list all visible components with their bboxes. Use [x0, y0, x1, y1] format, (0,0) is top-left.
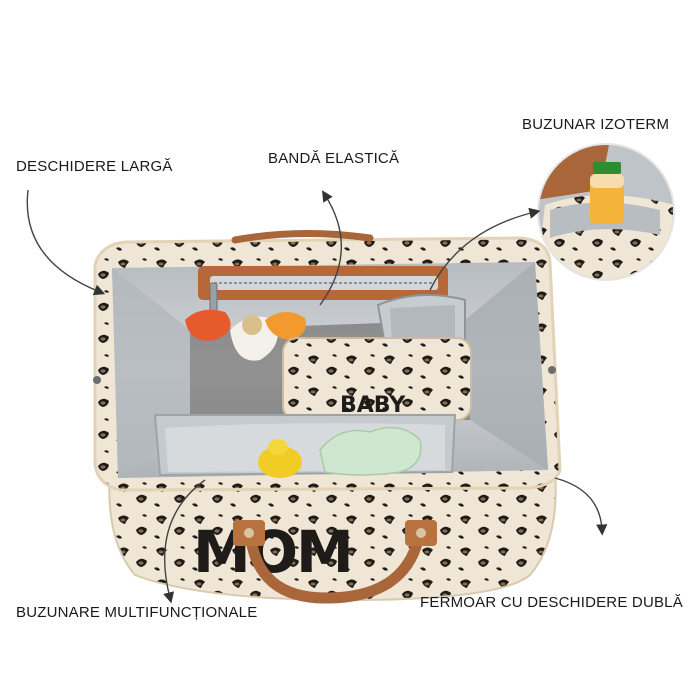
baby-pouch: BABY	[282, 337, 472, 421]
yellow-toy	[258, 439, 302, 478]
label-double-zip: FERMOAR CU DESCHIDERE DUBLĂ	[420, 594, 683, 611]
tassel-toy	[185, 309, 306, 361]
label-elastic-band: BANDĂ ELASTICĂ	[268, 150, 400, 167]
top-handle-back	[231, 229, 374, 244]
insulated-pocket-closeup	[537, 143, 675, 281]
juice-bottle	[590, 162, 624, 224]
folded-clothes	[319, 426, 422, 476]
front-handle	[244, 524, 426, 604]
arrow-insulated-pocket	[429, 207, 541, 291]
baby-pouch-print: BABY	[340, 393, 406, 418]
label-wide-opening: DESCHIDERE LARGĂ	[16, 158, 173, 175]
label-multi-pockets: BUZUNARE MULTIFUNCȚIONALE	[16, 604, 258, 621]
arrow-multi-pockets	[163, 479, 206, 604]
arrow-elastic-band	[319, 190, 342, 306]
bag-mom-print: MOM	[193, 518, 352, 586]
arrow-double-zip	[554, 477, 608, 536]
arrow-wide-opening	[26, 189, 106, 296]
label-insulated-pocket: BUZUNAR IZOTERM	[522, 116, 670, 133]
